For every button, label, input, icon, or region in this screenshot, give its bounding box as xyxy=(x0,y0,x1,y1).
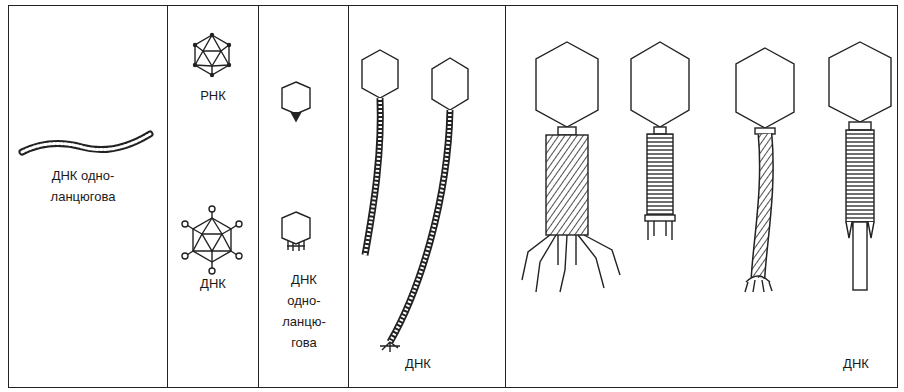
icosahedral-dna-phage-part xyxy=(202,234,222,251)
filament-phage-part xyxy=(22,134,150,152)
filament-phage-part xyxy=(22,134,150,152)
noncontractile-tail-phage-part xyxy=(758,134,766,278)
contractile-tail-phage xyxy=(522,42,620,292)
small-short-tail-phage-part xyxy=(287,241,305,251)
flexible-tail-phage-part xyxy=(390,110,450,342)
genome-type-label: ДНК одно- ланцюгова xyxy=(51,165,116,207)
category-column: РНК ДНК xyxy=(167,5,259,388)
null-part-part xyxy=(236,221,242,227)
filament-phage xyxy=(22,134,150,152)
contractile-tail-phage-part xyxy=(853,222,867,290)
contractile-tail-phage xyxy=(829,42,891,290)
genome-type-label: ДНК xyxy=(405,353,431,374)
icosahedral-rna-phage xyxy=(193,33,231,77)
null-part-part xyxy=(182,253,188,259)
contractile-tail-phage-part xyxy=(849,122,871,130)
contractile-tail-phage-part xyxy=(558,127,576,135)
null-part-part xyxy=(227,43,231,47)
small-short-tail-phage-part xyxy=(282,212,310,244)
null-part-part xyxy=(227,63,231,67)
flexible-tail-phage-part xyxy=(432,58,468,110)
contractile-tail-phage-part xyxy=(846,130,874,222)
category-column: ДНК одно- ланцюгова xyxy=(8,5,168,388)
contractile-tail-phage-part xyxy=(558,235,576,265)
icosahedral-dna-phage-part xyxy=(187,211,237,269)
contractile-tail-phage-part xyxy=(829,42,891,122)
contractile-tail-phage-part xyxy=(645,215,675,221)
small-tailless-phage-part xyxy=(291,112,301,121)
flexible-tail-phage-part xyxy=(380,342,400,352)
icosahedral-dna-phage xyxy=(182,206,242,274)
genome-type-label: ДНК xyxy=(200,273,226,294)
genome-type-label: ДНК одно- ланцю- гова xyxy=(282,269,326,353)
null-part-part xyxy=(236,253,242,259)
null-part-part xyxy=(210,33,214,37)
contractile-tail-phage-part xyxy=(522,235,620,292)
contractile-tail-phage-part xyxy=(647,134,673,215)
icosahedral-dna-phage-part xyxy=(193,218,231,262)
icosahedral-rna-phage-part xyxy=(195,35,229,75)
contractile-tail-phage xyxy=(631,42,689,240)
flexible-tail-phage-part xyxy=(365,98,380,255)
flexible-tail-phage-part xyxy=(365,98,380,255)
flexible-tail-phage xyxy=(362,50,398,255)
contractile-tail-phage-part xyxy=(648,221,672,240)
icosahedral-rna-phage-part xyxy=(195,35,229,75)
null-part xyxy=(182,206,242,274)
null-part xyxy=(193,33,231,77)
null-part-part xyxy=(182,221,188,227)
contractile-tail-phage-part xyxy=(546,135,588,235)
flexible-tail-phage-part xyxy=(390,110,450,342)
icosahedral-rna-phage-part xyxy=(203,51,221,66)
noncontractile-tail-phage-part xyxy=(758,134,766,278)
null-part-part xyxy=(210,73,214,77)
genome-type-label: РНК xyxy=(200,85,226,106)
genome-type-label: ДНК xyxy=(843,353,869,374)
noncontractile-tail-phage-part xyxy=(745,276,772,292)
category-column: ДНК одно- ланцю- гова xyxy=(258,5,349,388)
null-part-part xyxy=(193,43,197,47)
category-column: ДНК xyxy=(348,5,506,388)
noncontractile-tail-phage-part xyxy=(755,128,775,134)
contractile-tail-phage-part xyxy=(631,42,689,127)
noncontractile-tail-phage xyxy=(736,48,794,292)
flexible-tail-phage-part xyxy=(362,50,398,98)
null-part-part xyxy=(193,63,197,67)
category-column: ДНК xyxy=(505,5,898,388)
small-tailless-phage xyxy=(282,82,310,121)
null-part-part xyxy=(209,268,215,274)
small-tailless-phage-part xyxy=(282,82,310,114)
small-short-tail-phage xyxy=(282,212,310,251)
contractile-tail-phage-part xyxy=(654,127,666,134)
null-part-part xyxy=(209,206,215,212)
icosahedral-dna-phage-part xyxy=(193,218,231,262)
contractile-tail-phage-part xyxy=(536,42,598,127)
flexible-tail-phage xyxy=(380,58,468,352)
noncontractile-tail-phage-part xyxy=(736,48,794,128)
